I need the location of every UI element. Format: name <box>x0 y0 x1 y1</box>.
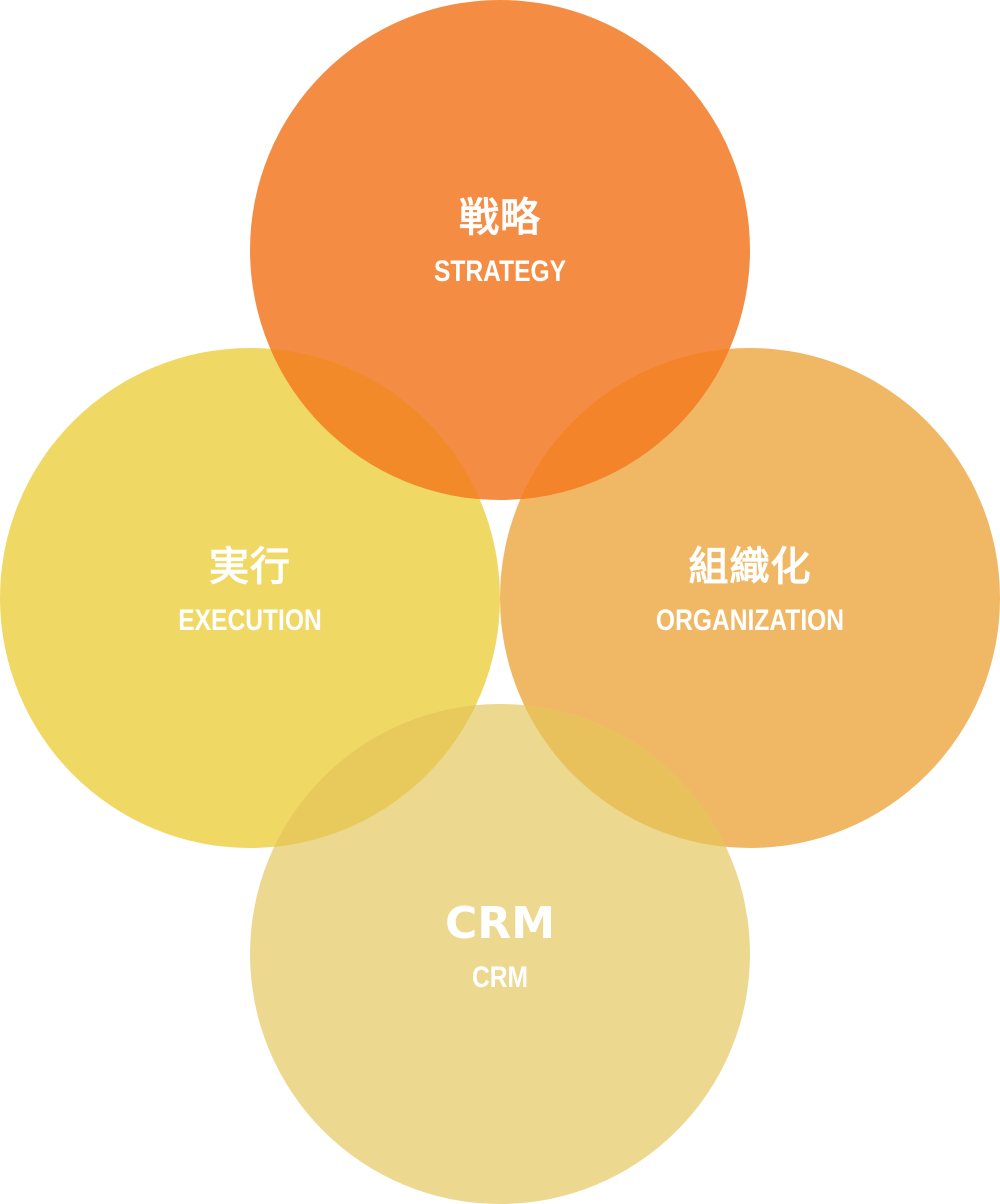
strategy-title: 戦略 <box>459 195 541 241</box>
organization-label: 組織化 ORGANIZATION <box>635 543 864 639</box>
circle-crm <box>250 704 750 1204</box>
execution-label: 実行 EXECUTION <box>162 543 337 639</box>
circle-organization <box>500 348 1000 848</box>
crm-subtitle: CRM <box>471 961 529 994</box>
organization-title: 組織化 <box>688 544 812 590</box>
execution-subtitle: EXECUTION <box>178 604 322 637</box>
organization-subtitle: ORGANIZATION <box>655 604 845 637</box>
circle-execution <box>0 348 500 848</box>
circle-strategy <box>250 0 750 500</box>
crm-title: CRM <box>445 898 555 949</box>
execution-title: 実行 <box>209 544 291 590</box>
strategy-subtitle: STRATEGY <box>433 255 567 288</box>
strategy-label: 戦略 STRATEGY <box>419 194 580 290</box>
crm-label: CRM CRM <box>445 900 555 996</box>
